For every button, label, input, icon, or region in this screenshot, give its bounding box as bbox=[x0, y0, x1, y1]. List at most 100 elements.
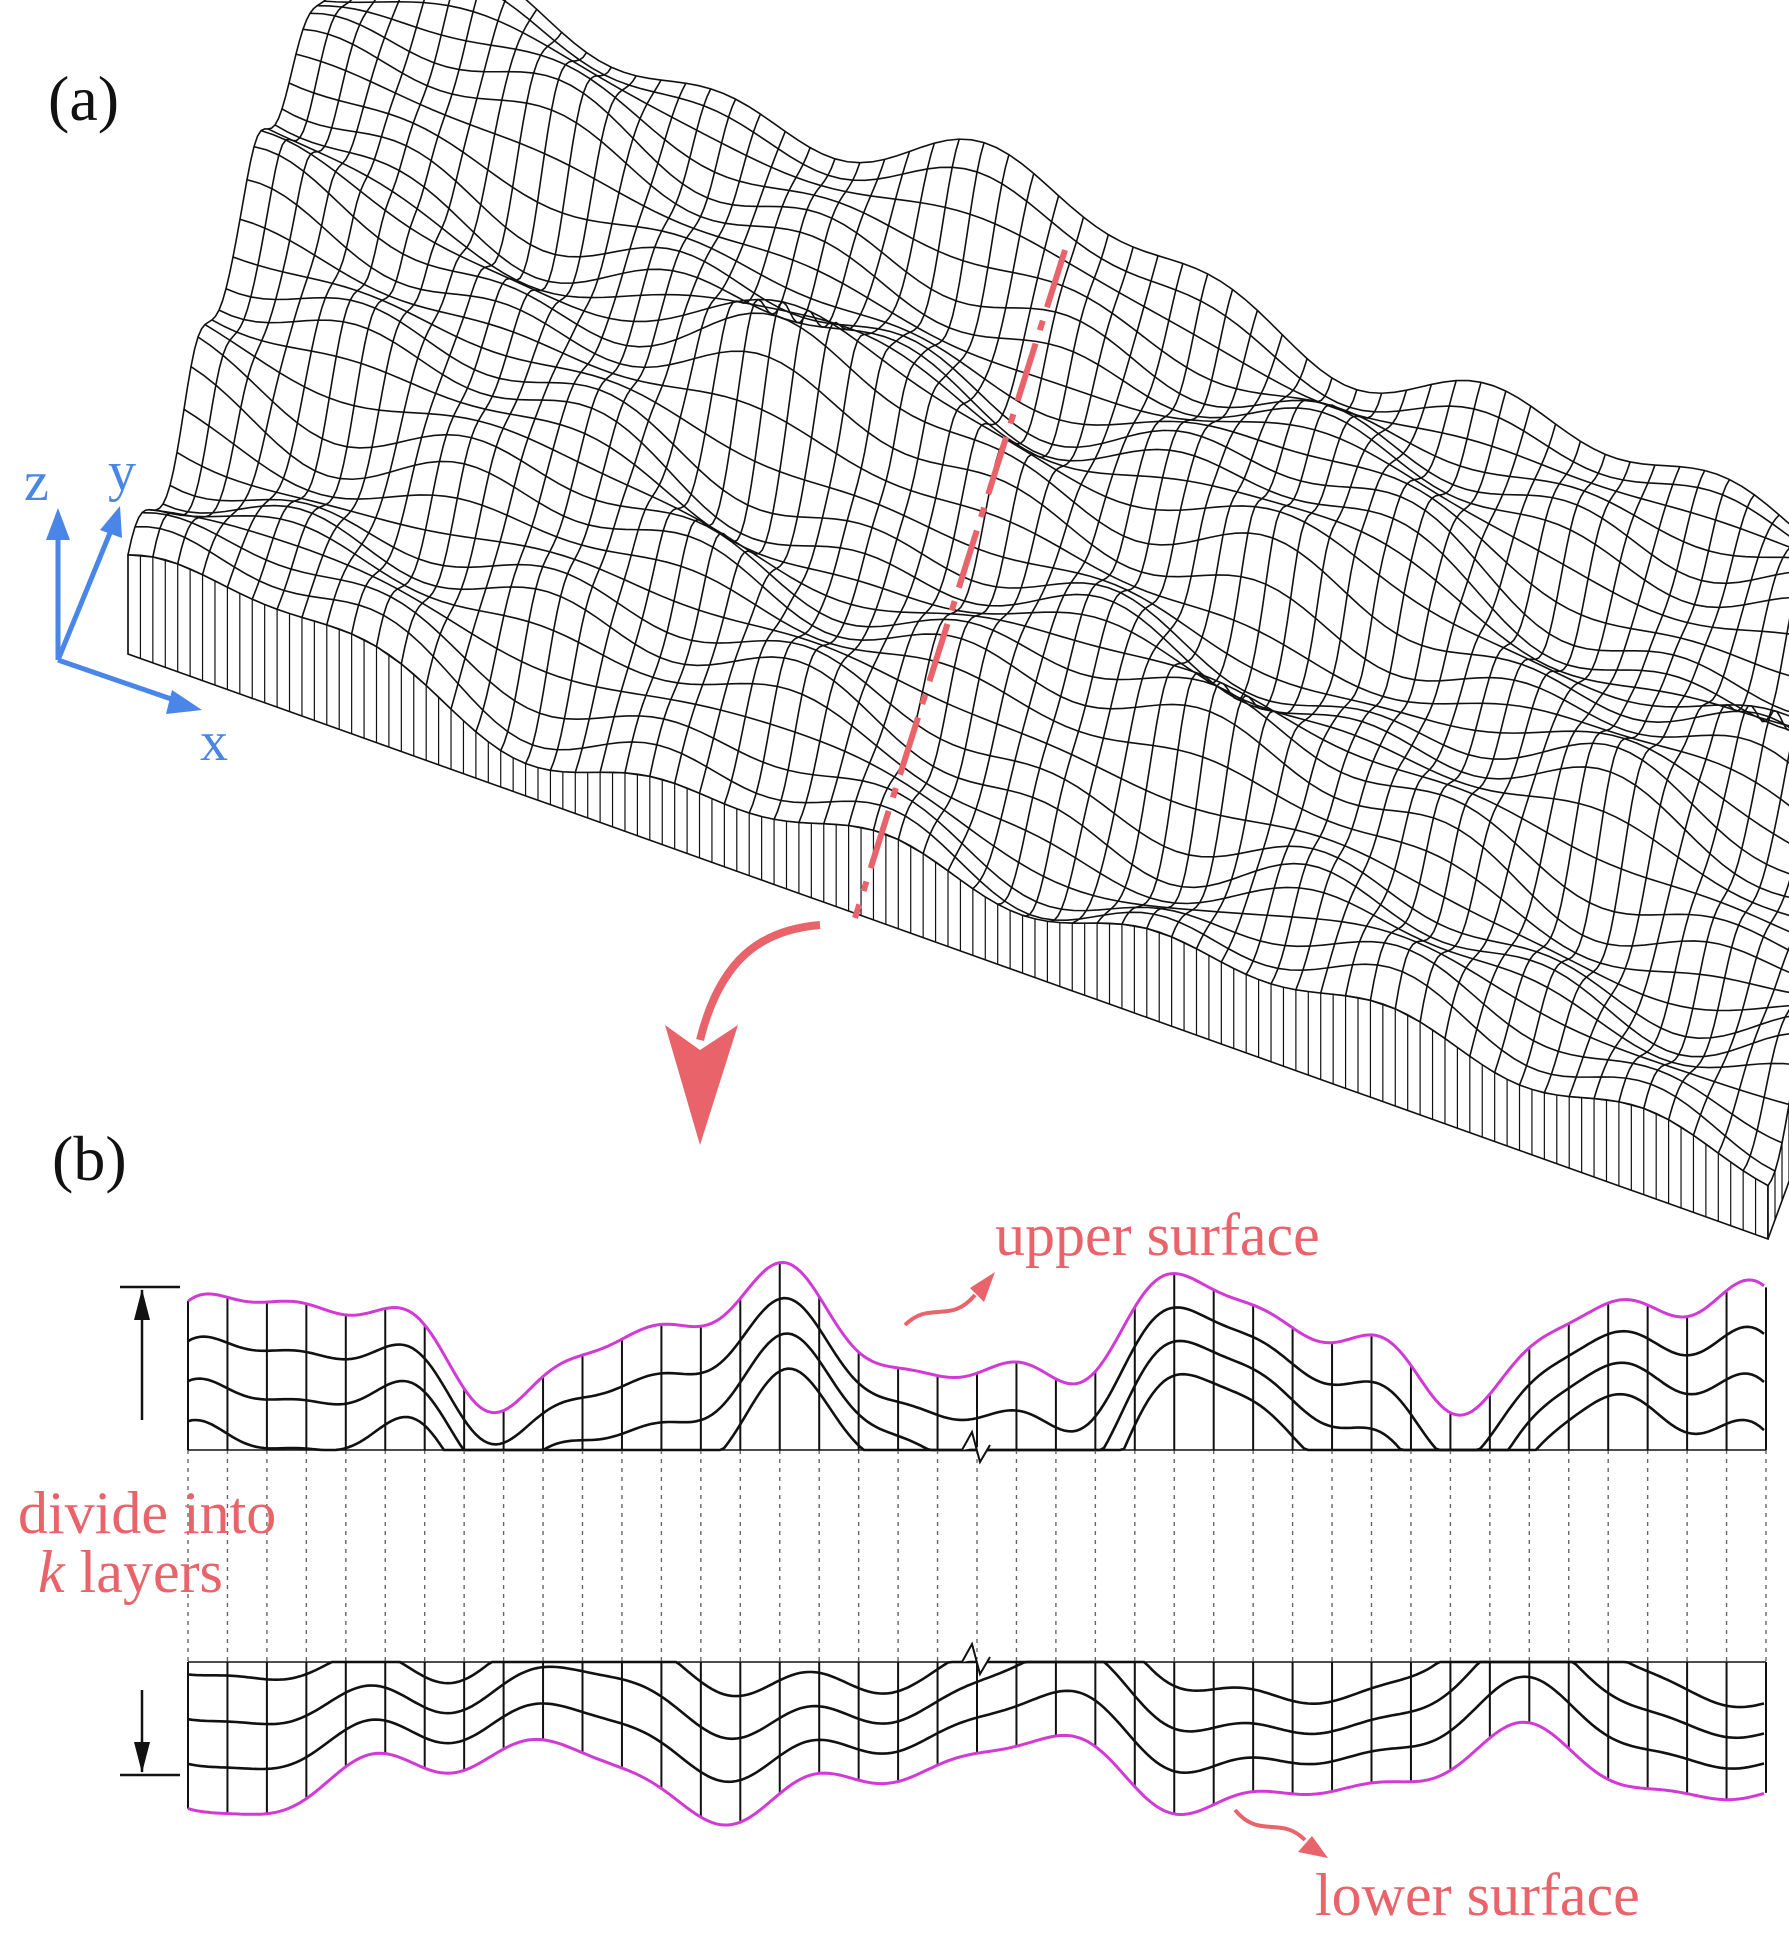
divide-label-layers: layers bbox=[65, 1539, 223, 1605]
x-axis-arrow bbox=[57, 657, 181, 705]
lower-surface-pointer bbox=[1233, 1808, 1307, 1842]
terrain-grid-line-y bbox=[1295, 390, 1507, 991]
panel-b-label: (b) bbox=[52, 1123, 127, 1194]
k-variable: k bbox=[38, 1539, 66, 1605]
terrain-grid-line-y bbox=[450, 79, 662, 710]
terrain-grid-line-y bbox=[723, 142, 936, 805]
terrain-grid-line-y bbox=[698, 151, 911, 794]
terrain-grid-line-y bbox=[1444, 464, 1656, 1039]
terrain-grid-line-y bbox=[1022, 289, 1234, 917]
terrain-grid-line-y bbox=[1146, 389, 1358, 929]
terrain-grid-line-y bbox=[1344, 423, 1557, 996]
dim-arrowhead-top bbox=[134, 1289, 150, 1320]
terrain-grid-line-y bbox=[152, 0, 353, 558]
layered-cross-section: upper surface lower surface divide into … bbox=[18, 1202, 1767, 1928]
terrain-grid-line-y bbox=[1121, 377, 1333, 925]
terrain-grid-line-y bbox=[922, 246, 1134, 854]
break-symbol-bottom bbox=[961, 1641, 991, 1677]
transition-arrow-shaft bbox=[696, 921, 821, 1041]
upper-surface-curve bbox=[187, 1260, 1765, 1417]
terrain-grid-line-y bbox=[226, 0, 426, 588]
transition-arrow bbox=[665, 921, 821, 1145]
terrain-grid-line-y bbox=[549, 113, 762, 771]
x-axis-label: x bbox=[200, 711, 228, 773]
terrain-wireframe bbox=[127, 0, 1789, 1241]
terrain-right-face bbox=[1767, 1099, 1789, 1240]
terrain-grid-line-y bbox=[1096, 358, 1308, 924]
terrain-grid-line-y bbox=[425, 75, 637, 686]
terrain-grid-line-y bbox=[599, 147, 811, 773]
terrain-grid-line-y bbox=[624, 158, 836, 774]
terrain-grid-line-y bbox=[1170, 393, 1383, 938]
terrain-grid-line-y bbox=[499, 88, 712, 751]
terrain-grid-line-y bbox=[201, 0, 401, 575]
column-lines bbox=[187, 1262, 1767, 1823]
panel-a-label: (a) bbox=[48, 63, 119, 134]
terrain-grid-line-y bbox=[798, 154, 1010, 823]
lower-surface-curve bbox=[187, 1720, 1765, 1827]
terrain-grid-line-y bbox=[375, 52, 588, 647]
terrain-grid-line-y bbox=[301, 0, 507, 618]
terrain-grid-line-y bbox=[1419, 461, 1631, 1023]
y-axis-label: y bbox=[108, 441, 136, 503]
terrain-grid-line-y bbox=[997, 273, 1209, 906]
terrain-grid-line-y bbox=[1469, 466, 1681, 1057]
terrain-grid-line-y bbox=[276, 0, 478, 610]
terrain-grid-line-y bbox=[1493, 470, 1706, 1073]
terrain-grid-line-y bbox=[1047, 310, 1259, 923]
terrain-grid-line-y bbox=[326, 8, 538, 626]
terrain-grid-line-y bbox=[400, 66, 612, 665]
terrain-mesh bbox=[127, 0, 1789, 1187]
terrain-grid-line-y bbox=[574, 131, 787, 773]
upper-surface-pointer-head bbox=[970, 1272, 995, 1302]
z-arrowhead bbox=[46, 508, 70, 540]
terrain-grid-line-y bbox=[1692, 879, 1789, 1136]
terrain-grid-line-y bbox=[1245, 380, 1457, 975]
terrain-grid-line-y bbox=[1518, 479, 1731, 1086]
terrain-grid-line-y bbox=[176, 0, 377, 565]
terrain-grid-line-y bbox=[649, 162, 861, 777]
terrain-grid-line-y bbox=[475, 82, 687, 732]
terrain-grid-line-y bbox=[350, 31, 563, 635]
terrain-grid-line-y bbox=[748, 138, 960, 814]
terrain-grid-line-y bbox=[1667, 750, 1789, 1120]
omitted-middle-columns bbox=[187, 1450, 1767, 1662]
terrain-grid-line-y bbox=[1195, 389, 1408, 950]
lower-surface-label: lower surface bbox=[1315, 1862, 1640, 1928]
upper-surface-pointer bbox=[903, 1293, 977, 1327]
terrain-grid-line-y bbox=[1618, 617, 1789, 1102]
terrain-grid-line-y bbox=[1369, 441, 1582, 1001]
terrain-surface-fill bbox=[128, 0, 1789, 1186]
upper-surface-label: upper surface bbox=[995, 1202, 1320, 1268]
terrain-grid-line-y bbox=[1543, 494, 1756, 1094]
terrain-grid-line-y bbox=[947, 255, 1159, 872]
terrain-grid-line-y bbox=[1717, 946, 1789, 1154]
terrain-grid-line-y bbox=[127, 0, 327, 556]
terrain-grid-line-y bbox=[1394, 454, 1607, 1009]
axes-triad: z y x bbox=[24, 441, 228, 773]
thickness-dimension bbox=[120, 1285, 180, 1777]
section-cut-line bbox=[852, 249, 1068, 919]
terrain-grid-line-y bbox=[773, 142, 985, 820]
dim-arrowhead-bottom bbox=[134, 1742, 150, 1773]
terrain-grid-line-y bbox=[1568, 514, 1780, 1097]
terrain-grid-line-y bbox=[1593, 547, 1789, 1099]
terrain-grid-line-y bbox=[897, 234, 1110, 840]
divide-label-line2: k layers bbox=[38, 1539, 223, 1605]
break-symbol-top bbox=[961, 1429, 991, 1465]
y-axis-arrow bbox=[55, 527, 115, 661]
terrain-grid-line-y bbox=[1270, 382, 1482, 985]
terrain-grid-line-y bbox=[972, 263, 1184, 890]
x-arrowhead bbox=[166, 690, 202, 714]
y-arrowhead bbox=[100, 506, 122, 538]
terrain-grid-line-y bbox=[822, 173, 1035, 824]
terrain-grid-line-y bbox=[1220, 384, 1433, 963]
terrain-base-sides bbox=[127, 553, 1789, 1241]
terrain-grid-line-y bbox=[673, 159, 886, 784]
terrain-grid-line-y bbox=[1319, 405, 1532, 994]
divide-label-line1: divide into bbox=[18, 1480, 276, 1546]
terrain-grid-line-y bbox=[1742, 1008, 1789, 1172]
z-axis-label: z bbox=[24, 451, 49, 513]
terrain-grid-line-y bbox=[251, 0, 451, 600]
